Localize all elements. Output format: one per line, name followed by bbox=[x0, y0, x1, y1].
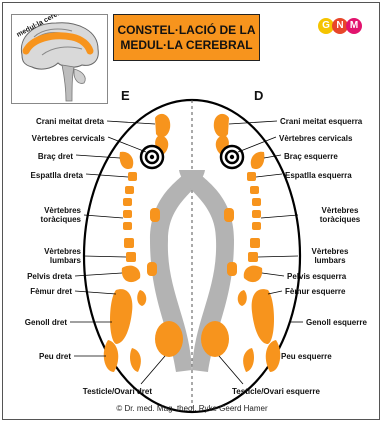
label-thoracic-right-1: Vèrtebres bbox=[322, 206, 359, 215]
label-right-foot: Peu dret bbox=[39, 352, 71, 361]
label-thoracic-left-2: toràciques bbox=[41, 215, 82, 224]
left-testicle-shape bbox=[155, 321, 183, 357]
brain-sagittal-icon: medul·la cerebral bbox=[16, 15, 99, 102]
frame-border bbox=[2, 2, 380, 420]
left-target-icon bbox=[139, 144, 165, 170]
left-femur-shape bbox=[110, 289, 133, 344]
left-shoulder-shape bbox=[128, 172, 137, 181]
label-right-shoulder: Espatlla dreta bbox=[31, 171, 84, 180]
side-left-letter: E bbox=[121, 88, 130, 103]
right-skull-shape bbox=[213, 113, 229, 138]
label-left-knee: Genoll esquerre bbox=[306, 318, 367, 327]
label-left-testicle: Testicle/Ovari esquerre bbox=[232, 387, 320, 396]
pointer-lines-left bbox=[70, 120, 166, 385]
label-lumbar-left-1: Vèrtebres bbox=[44, 247, 81, 256]
logo-g-dot: G bbox=[318, 18, 334, 34]
logo-n-dot: N bbox=[332, 18, 348, 34]
left-pelvis-shape bbox=[121, 265, 141, 283]
side-right-letter: D bbox=[254, 88, 263, 103]
copyright: © Dr. med. Mag. theol. Ryke Geerd Hamer bbox=[116, 404, 268, 413]
left-knee-shape bbox=[130, 348, 141, 372]
label-skull-left-half: Crani meitat esquerra bbox=[280, 117, 363, 126]
right-target-icon bbox=[219, 144, 245, 170]
label-cervical-right: Vèrtebres cervicals bbox=[279, 134, 353, 143]
tract-right bbox=[179, 170, 234, 372]
label-right-pelvis: Pelvis dreta bbox=[27, 272, 72, 281]
label-right-testicle: Testicle/Ovari dret bbox=[83, 387, 153, 396]
title-box: CONSTEL·LACIÓ DE LA MEDUL·LA CEREBRAL bbox=[113, 14, 260, 61]
label-cervical-left: Vèrtebres cervicals bbox=[32, 134, 106, 143]
brain-inset: medul·la cerebral bbox=[11, 14, 108, 104]
tract-left bbox=[150, 170, 205, 372]
label-lumbar-right-1: Vèrtebres bbox=[312, 247, 349, 256]
label-lumbar-left-2: lumbars bbox=[50, 256, 82, 265]
left-organs bbox=[103, 113, 183, 372]
label-thoracic-right-2: toràciques bbox=[320, 215, 361, 224]
label-skull-right-half: Crani meitat dreta bbox=[36, 117, 105, 126]
logo-m-dot: M bbox=[346, 18, 362, 34]
label-lumbar-right-2: lumbars bbox=[314, 256, 346, 265]
label-left-arm: Braç esquerre bbox=[284, 152, 338, 161]
left-foot-shape bbox=[103, 340, 119, 372]
label-left-pelvis: Pelvis esquerra bbox=[287, 272, 347, 281]
pointer-lines-right bbox=[218, 120, 303, 385]
label-left-shoulder: Espatlla esquerra bbox=[285, 171, 352, 180]
label-left-femur: Fèmur esquerre bbox=[285, 287, 346, 296]
title-line2: MEDUL·LA CEREBRAL bbox=[120, 37, 253, 52]
title-line1: CONSTEL·LACIÓ DE LA bbox=[117, 22, 256, 37]
label-right-knee: Genoll dret bbox=[25, 318, 68, 327]
label-left-foot: Peu esquerre bbox=[281, 352, 332, 361]
left-arm-shape bbox=[119, 151, 134, 170]
label-thoracic-left-1: Vèrtebres bbox=[44, 206, 81, 215]
label-right-arm: Braç dret bbox=[38, 152, 73, 161]
label-right-femur: Fèmur dret bbox=[30, 287, 72, 296]
left-skull-shape bbox=[155, 113, 171, 138]
